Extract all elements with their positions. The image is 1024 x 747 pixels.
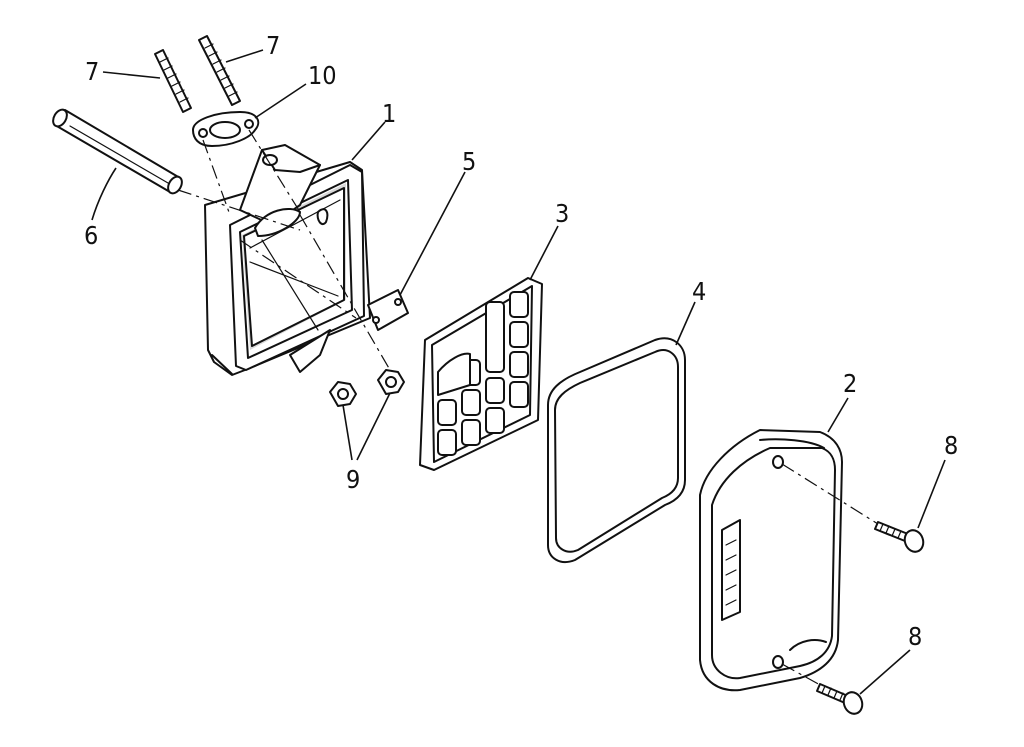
callout-filter-grid: 3 [555,199,569,228]
part-screw-bottom [816,683,864,715]
callout-stud-left: 7 [85,57,99,86]
part-nuts [329,369,405,407]
callout-housing: 1 [382,99,396,128]
leader-lines [91,49,946,695]
callout-screw-top: 8 [944,431,958,460]
alignment-lines [177,129,879,687]
callout-labels: 7 7 10 1 5 6 3 4 2 8 8 9 [84,31,958,651]
callout-stud-right: 7 [266,31,280,60]
part-screw-top [874,521,925,553]
callout-screw-bottom: 8 [908,622,922,651]
part-filter-element [547,337,686,564]
part-stud-left [154,49,192,113]
part-stud-right [198,35,241,106]
part-cover [699,429,843,692]
callout-cover: 2 [843,369,857,398]
part-housing [204,144,371,376]
callout-plate: 5 [462,147,476,176]
part-tube [52,108,183,195]
part-filter-grid [419,277,543,471]
callout-nuts: 9 [346,465,360,494]
part-plate [367,289,409,331]
part-gasket [192,111,260,147]
callout-filter-element: 4 [692,277,706,306]
callout-tube: 6 [84,221,98,250]
callout-gasket: 10 [308,61,337,90]
